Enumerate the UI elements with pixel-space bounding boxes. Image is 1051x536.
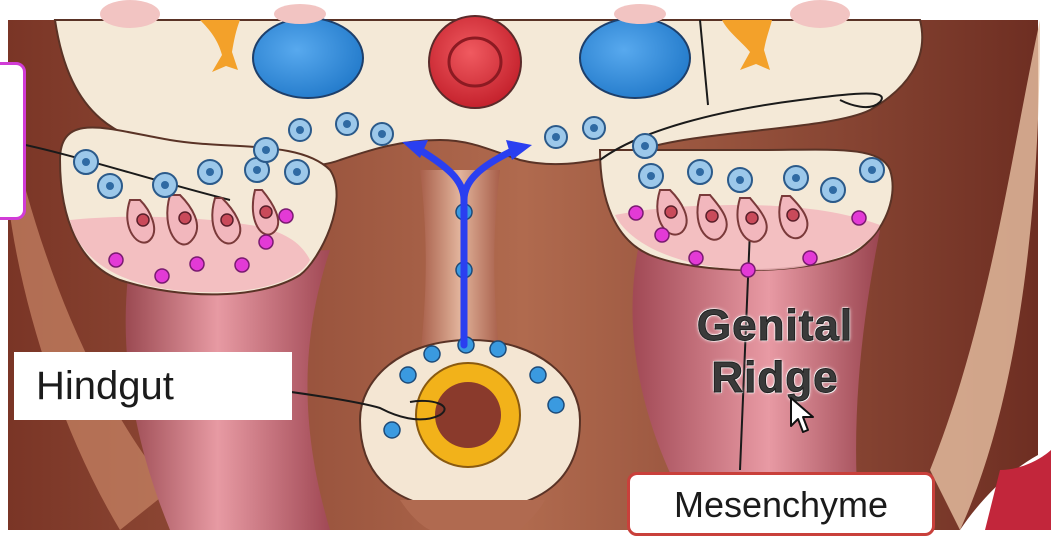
tissue-bit xyxy=(100,0,160,28)
mesenchyme-label: Mesenchyme xyxy=(627,472,935,536)
left-cardinal-vein xyxy=(253,18,363,98)
left-label-frame xyxy=(0,62,26,220)
tissue-bit xyxy=(614,4,666,24)
mouse-cursor-icon xyxy=(789,396,815,436)
hindgut-label: Hindgut xyxy=(14,352,292,420)
tissue-bit xyxy=(274,4,326,24)
genital-ridge-label-line1: Genital xyxy=(655,300,895,352)
hindgut-tube xyxy=(416,363,520,467)
right-cardinal-vein xyxy=(580,18,690,98)
genital-ridge-label-line2: Ridge xyxy=(655,352,895,404)
dorsal-aorta xyxy=(429,16,521,108)
tissue-bit xyxy=(790,0,850,28)
genital-ridge-label: Genital Ridge xyxy=(655,300,895,404)
